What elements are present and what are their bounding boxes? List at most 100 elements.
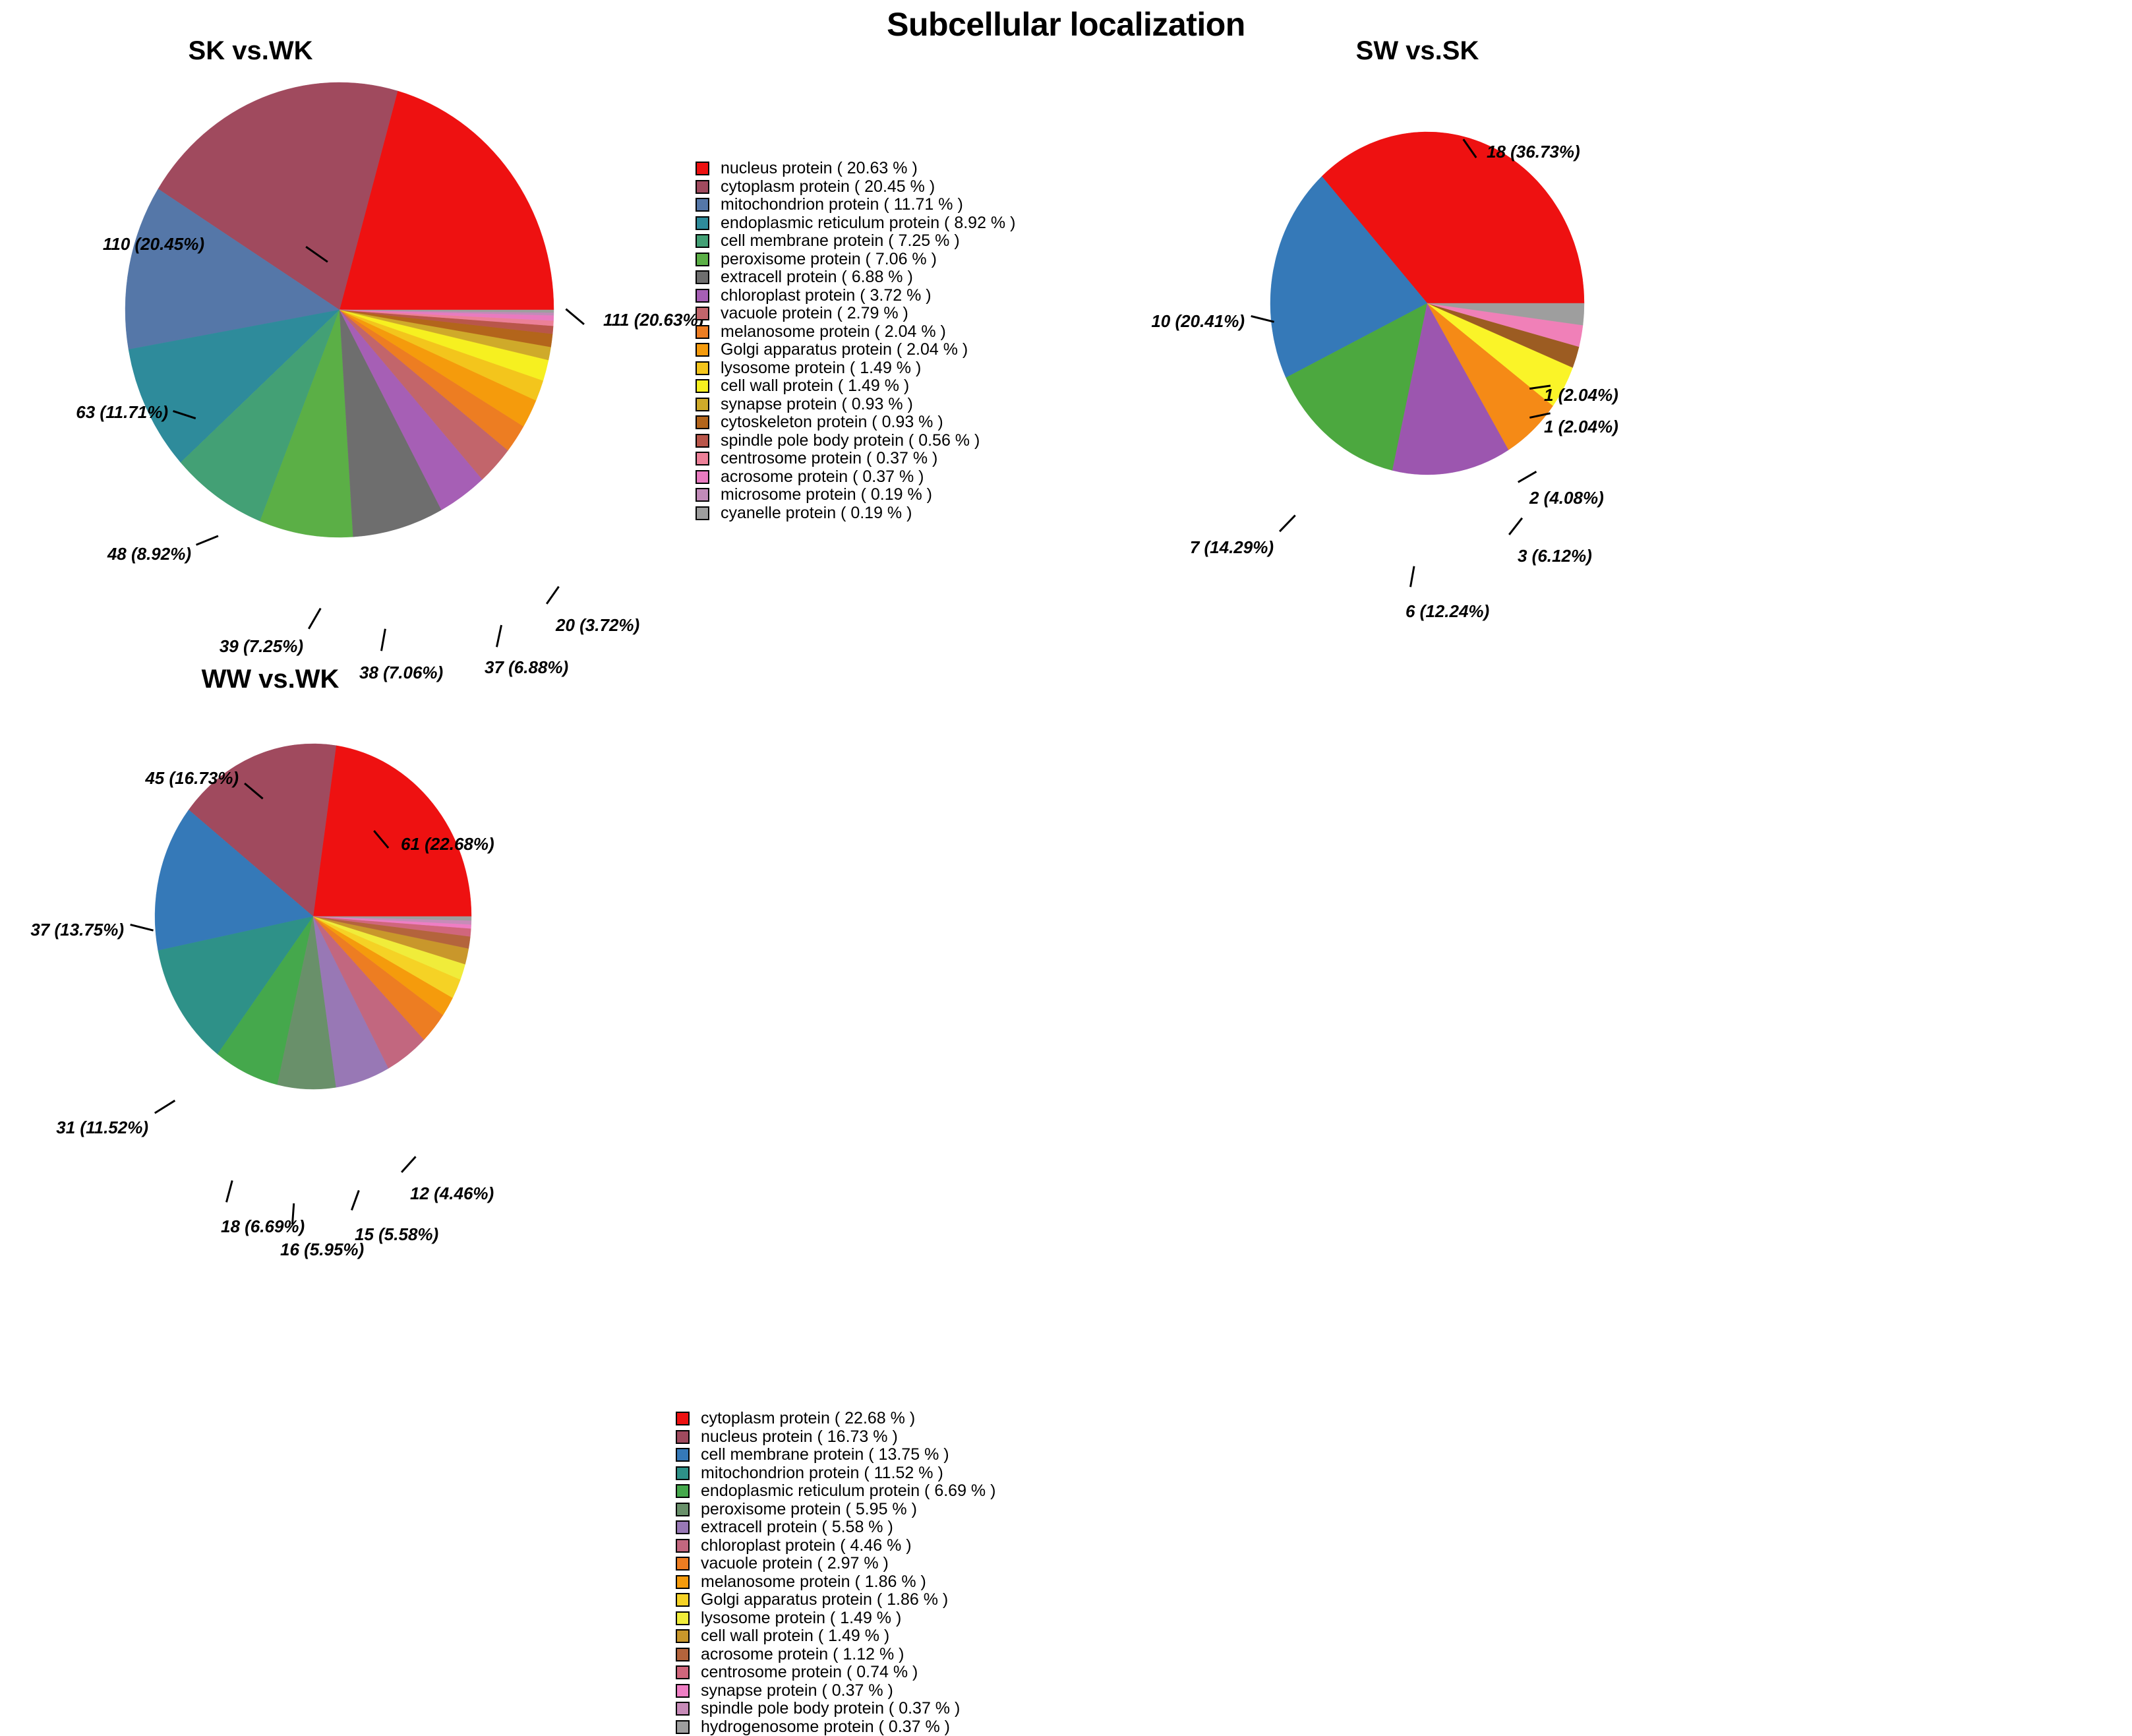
- legend-item[interactable]: Golgi apparatus protein ( 2.04 % ): [696, 341, 1015, 359]
- legend-sk-vs-wk: nucleus protein ( 20.63 % )cytoplasm pro…: [696, 160, 1015, 522]
- legend-label: Golgi apparatus protein ( 1.86 % ): [701, 1592, 948, 1608]
- callout-layer-sk-vs-wk: 111 (20.63%)110 (20.45%)63 (11.71%)48 (8…: [76, 82, 630, 584]
- legend-color-swatch: [696, 270, 709, 284]
- panel-ww-vs-wk: WW vs.WK 61 (22.68%)45 (16.73%)37 (13.75…: [0, 633, 1081, 1214]
- legend-label: vacuole protein ( 2.97 % ): [701, 1555, 889, 1572]
- legend-label: cell membrane protein ( 7.25 % ): [721, 233, 960, 249]
- legend-item[interactable]: cytoplasm protein ( 22.68 % ): [676, 1410, 995, 1428]
- callout-leader-line: [1518, 471, 1537, 483]
- legend-item[interactable]: acrosome protein ( 1.12 % ): [676, 1646, 995, 1664]
- legend-item[interactable]: lysosome protein ( 1.49 % ): [676, 1609, 995, 1628]
- legend-label: nucleus protein ( 20.63 % ): [721, 160, 918, 177]
- legend-item[interactable]: endoplasmic reticulum protein ( 6.69 % ): [676, 1482, 995, 1501]
- legend-item[interactable]: centrosome protein ( 0.37 % ): [696, 450, 1015, 468]
- legend-item[interactable]: microsome protein ( 0.19 % ): [696, 486, 1015, 504]
- legend-label: lysosome protein ( 1.49 % ): [701, 1610, 901, 1627]
- legend-label: nucleus protein ( 16.73 % ): [701, 1429, 898, 1445]
- legend-label: Golgi apparatus protein ( 2.04 % ): [721, 342, 968, 358]
- panel-sk-vs-wk: SK vs.WK 111 (20.63%)110 (20.45%)63 (11.…: [0, 0, 1081, 633]
- legend-color-swatch: [676, 1503, 690, 1516]
- callout-leader-line: [1508, 518, 1523, 535]
- legend-item[interactable]: Golgi apparatus protein ( 1.86 % ): [676, 1591, 995, 1609]
- legend-item[interactable]: chloroplast protein ( 4.46 % ): [676, 1537, 995, 1555]
- legend-item[interactable]: peroxisome protein ( 7.06 % ): [696, 251, 1015, 269]
- legend-ww-vs-wk: cytoplasm protein ( 22.68 % ) nucleus pro…: [676, 1410, 995, 1736]
- legend-item[interactable]: endoplasmic reticulum protein ( 8.92 % ): [696, 214, 1015, 233]
- legend-label: cytoplasm protein ( 22.68 % ): [701, 1410, 915, 1427]
- slice-callout-label: 6 (12.24%): [1406, 601, 1489, 622]
- legend-item[interactable]: hydrogenosome protein ( 0.37 % ): [676, 1718, 995, 1736]
- slice-callout-label: 61 (22.68%): [401, 834, 494, 854]
- legend-label: extracell protein ( 6.88 % ): [721, 269, 913, 285]
- legend-color-swatch: [676, 1720, 690, 1734]
- legend-item[interactable]: vacuole protein ( 2.79 % ): [696, 305, 1015, 323]
- legend-color-swatch: [676, 1557, 690, 1571]
- legend-color-swatch: [696, 198, 709, 212]
- legend-item[interactable]: cyanelle protein ( 0.19 % ): [696, 504, 1015, 523]
- callout-leader-line: [401, 1156, 416, 1172]
- legend-item[interactable]: melanosome protein ( 1.86 % ): [676, 1573, 995, 1592]
- legend-item[interactable]: cytoskeleton protein ( 0.93 % ): [696, 413, 1015, 432]
- callout-leader-line: [1462, 139, 1477, 158]
- callout-leader-line: [196, 535, 218, 546]
- legend-item[interactable]: mitochondrion protein ( 11.71 % ): [696, 196, 1015, 214]
- legend-color-swatch: [676, 1611, 690, 1625]
- panel-title-sw-vs-sk: SW vs.SK: [1167, 36, 1668, 66]
- slice-callout-label: 2 (4.08%): [1529, 488, 1604, 508]
- legend-color-swatch: [676, 1665, 690, 1679]
- legend-label: cell wall protein ( 1.49 % ): [701, 1628, 889, 1644]
- legend-item[interactable]: acrosome protein ( 0.37 % ): [696, 468, 1015, 487]
- legend-item[interactable]: melanosome protein ( 2.04 % ): [696, 323, 1015, 342]
- legend-color-swatch: [676, 1593, 690, 1607]
- slice-callout-label: 1 (2.04%): [1544, 417, 1618, 437]
- legend-item[interactable]: centrosome protein ( 0.74 % ): [676, 1663, 995, 1682]
- legend-color-swatch: [676, 1520, 690, 1534]
- panel-title-ww-vs-wk: WW vs.WK: [86, 665, 455, 694]
- legend-item[interactable]: lysosome protein ( 1.49 % ): [696, 359, 1015, 378]
- legend-item[interactable]: vacuole protein ( 2.97 % ): [676, 1555, 995, 1573]
- legend-color-swatch: [676, 1448, 690, 1462]
- legend-label: hydrogenosome protein ( 0.37 % ): [701, 1719, 950, 1735]
- callout-layer-sw-vs-sk: 18 (36.73%)10 (20.41%)7 (14.29%)6 (12.24…: [1266, 105, 1609, 607]
- legend-item[interactable]: cell membrane protein ( 7.25 % ): [696, 232, 1015, 251]
- legend-color-swatch: [696, 216, 709, 230]
- legend-item[interactable]: nucleus protein ( 16.73 % ): [676, 1428, 995, 1447]
- legend-label: melanosome protein ( 1.86 % ): [701, 1574, 926, 1590]
- legend-item[interactable]: mitochondrion protein ( 11.52 % ): [676, 1464, 995, 1483]
- legend-item[interactable]: peroxisome protein ( 5.95 % ): [676, 1501, 995, 1519]
- legend-item[interactable]: spindle pole body protein ( 0.56 % ): [696, 432, 1015, 450]
- slice-callout-label: 16 (5.95%): [280, 1240, 364, 1260]
- legend-item[interactable]: synapse protein ( 0.93 % ): [696, 396, 1015, 414]
- legend-item[interactable]: cell wall protein ( 1.49 % ): [676, 1627, 995, 1646]
- legend-label: centrosome protein ( 0.37 % ): [721, 450, 937, 467]
- legend-color-swatch: [696, 506, 709, 520]
- legend-color-swatch: [696, 307, 709, 320]
- legend-color-swatch: [676, 1702, 690, 1716]
- legend-color-swatch: [696, 470, 709, 484]
- legend-label: cyanelle protein ( 0.19 % ): [721, 505, 912, 522]
- legend-item[interactable]: chloroplast protein ( 3.72 % ): [696, 287, 1015, 305]
- legend-color-swatch: [696, 452, 709, 465]
- callout-leader-line: [244, 783, 263, 799]
- legend-item[interactable]: cell wall protein ( 1.49 % ): [696, 377, 1015, 396]
- legend-color-swatch: [676, 1466, 690, 1480]
- legend-label: mitochondrion protein ( 11.71 % ): [721, 196, 963, 213]
- legend-color-swatch: [696, 180, 709, 194]
- legend-item[interactable]: extracell protein ( 6.88 % ): [696, 268, 1015, 287]
- legend-color-swatch: [696, 343, 709, 357]
- legend-item[interactable]: spindle pole body protein ( 0.37 % ): [676, 1700, 995, 1718]
- legend-item[interactable]: nucleus protein ( 20.63 % ): [696, 160, 1015, 178]
- legend-color-swatch: [696, 253, 709, 266]
- legend-item[interactable]: cytoplasm protein ( 20.45 % ): [696, 178, 1015, 196]
- legend-label: endoplasmic reticulum protein ( 8.92 % ): [721, 215, 1015, 231]
- legend-color-swatch: [696, 434, 709, 448]
- legend-item[interactable]: synapse protein ( 0.37 % ): [676, 1682, 995, 1700]
- callout-leader-line: [173, 410, 196, 419]
- legend-item[interactable]: cell membrane protein ( 13.75 % ): [676, 1446, 995, 1464]
- legend-label: chloroplast protein ( 3.72 % ): [721, 287, 932, 304]
- slice-callout-label: 45 (16.73%): [145, 768, 239, 789]
- legend-color-swatch: [676, 1484, 690, 1498]
- legend-label: mitochondrion protein ( 11.52 % ): [701, 1465, 943, 1482]
- legend-item[interactable]: extracell protein ( 5.58 % ): [676, 1518, 995, 1537]
- callout-leader-line: [306, 246, 328, 262]
